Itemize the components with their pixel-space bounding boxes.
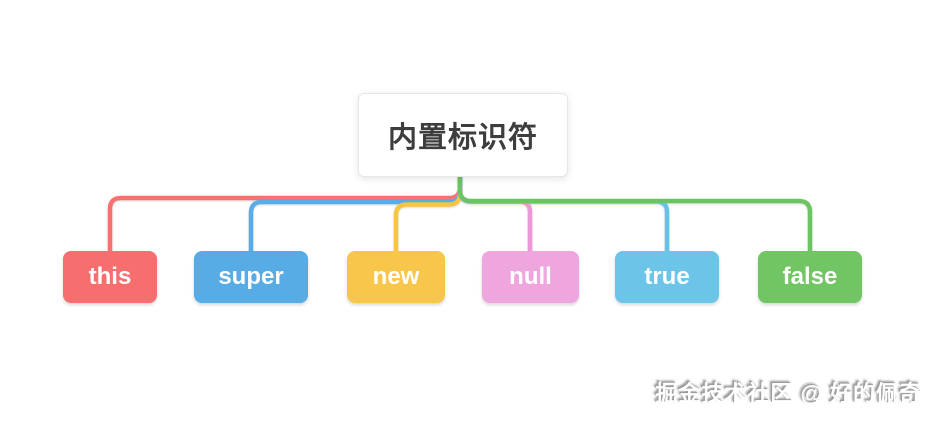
connector-new <box>393 167 463 256</box>
connector-null <box>457 167 533 256</box>
child-node-null[interactable]: null <box>482 251 579 303</box>
connector-super <box>248 167 463 256</box>
connector-false <box>457 167 813 256</box>
root-node[interactable]: 内置标识符 <box>358 93 568 177</box>
watermark: 掘金技术社区 @ 好的佩奇 <box>655 381 922 406</box>
connector-true <box>457 167 670 256</box>
child-node-this[interactable]: this <box>63 251 157 303</box>
child-node-super[interactable]: super <box>194 251 308 303</box>
connector-this <box>107 167 463 256</box>
child-node-label: false <box>782 263 838 290</box>
child-node-label: new <box>372 263 420 290</box>
root-node-label: 内置标识符 <box>387 122 538 154</box>
child-node-label: null <box>509 263 552 290</box>
child-node-false[interactable]: false <box>758 251 862 303</box>
child-node-new[interactable]: new <box>347 251 445 303</box>
child-node-label: super <box>218 263 284 290</box>
child-node-label: this <box>88 263 132 290</box>
child-node-label: true <box>644 263 690 290</box>
child-node-true[interactable]: true <box>615 251 719 303</box>
